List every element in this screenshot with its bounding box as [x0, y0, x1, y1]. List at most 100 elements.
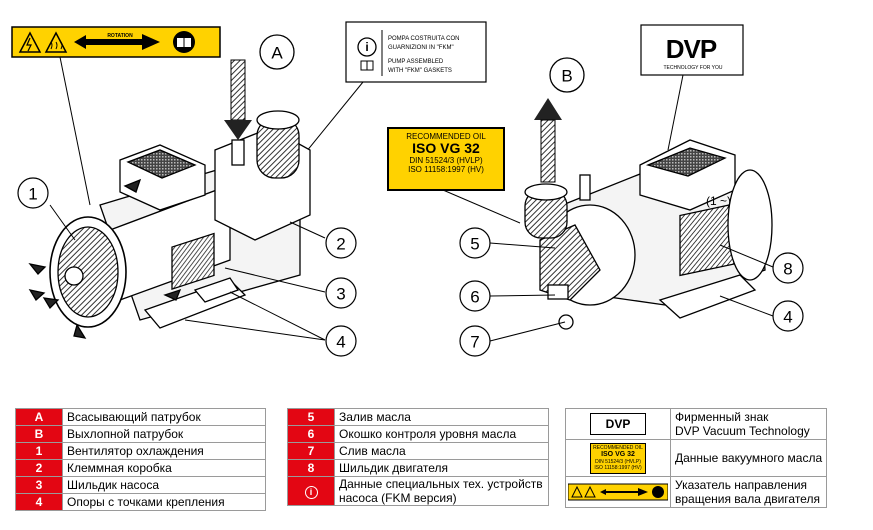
right-leader-lines — [442, 189, 774, 342]
svg-text:A: A — [271, 44, 283, 63]
callout-2: 2 — [325, 227, 357, 259]
svg-text:4: 4 — [783, 308, 792, 327]
airflow-arrow-icon — [28, 289, 46, 302]
legend-left-text: Шильдик насоса — [62, 476, 266, 494]
oil-title: RECOMMENDED OIL — [406, 132, 486, 141]
legend-brand-text1: Фирменный знак — [675, 410, 769, 424]
legend-left-text: Вентилятор охлаждения — [62, 442, 266, 460]
rotation-arrow-icon — [74, 34, 160, 50]
legend-mid-text: Слив масла — [334, 442, 549, 460]
legend-mid-text: Окошко контроля уровня масла — [334, 425, 549, 443]
callout-7: 7 — [459, 325, 491, 357]
legend-left-text: Клеммная коробка — [62, 459, 266, 477]
rotation-warning-sticker: ROTATION ROTATION — [11, 26, 221, 58]
legend-oil-text: Данные вакуумного масла — [669, 439, 828, 477]
right-pump-drawing — [524, 139, 773, 330]
fkm-info-label: i POMPA COSTRUITA CON GUARNIZIONI IN "FK… — [345, 21, 487, 83]
callout-8: 8 — [772, 252, 804, 284]
airflow-arrow-icon — [28, 263, 47, 275]
rotation-mini-sticker — [567, 483, 669, 501]
legend-row-rotation: Указатель направления вращения вала двиг… — [565, 476, 828, 508]
legend-left-code: B — [15, 425, 63, 443]
airflow-arrow-icon — [123, 178, 142, 193]
oil-mini-sticker: RECOMMENDED OIL ISO VG 32 DIN 51524/3 (H… — [590, 442, 646, 474]
oil-spec-din: DIN 51524/3 (HVLP) — [409, 156, 483, 165]
legend-row-oil: RECOMMENDED OIL ISO VG 32 DIN 51524/3 (H… — [565, 439, 828, 477]
svg-text:i: i — [365, 40, 368, 54]
legend-brand-text2: DVP Vacuum Technology — [675, 424, 810, 438]
legend-left-text: Всасывающий патрубок — [62, 408, 266, 426]
legend-left-code: 3 — [15, 476, 63, 494]
legend-left-code: 4 — [15, 493, 63, 511]
dvp-mini-logo: DVP — [590, 413, 646, 435]
info-icon — [357, 37, 377, 57]
dvp-logo: DVP TECHNOLOGY FOR YOU — [640, 24, 744, 76]
oil-spec-iso: ISO 11158:1997 (HV) — [408, 165, 484, 174]
svg-text:6: 6 — [470, 288, 479, 307]
svg-text:B: B — [561, 67, 572, 86]
legend-rotation-text1: Указатель направления — [675, 478, 808, 492]
airflow-arrow-icon — [73, 323, 87, 339]
exhaust-arrow — [534, 98, 562, 183]
svg-text:DVP: DVP — [666, 34, 717, 64]
svg-text:7: 7 — [470, 333, 479, 352]
recommended-oil-sticker: RECOMMENDED OIL ISO VG 32 DIN 51524/3 (H… — [387, 127, 505, 191]
legend-left-text: Выхлопной патрубок — [62, 425, 266, 443]
callout-3: 3 — [325, 277, 357, 309]
legend-rotation-text2: вращения вала двигателя — [675, 492, 820, 506]
callout-4-right: 4 — [772, 300, 804, 332]
airflow-arrow-icon — [42, 297, 60, 310]
legend-left-code: A — [15, 408, 63, 426]
svg-text:ROTATION: ROTATION — [99, 45, 125, 51]
airflow-arrow-icon — [163, 288, 182, 301]
legend-mid-code: 5 — [287, 408, 335, 426]
legend-right-table: DVP Фирменный знак DVP Vacuum Technology… — [565, 408, 828, 508]
legend-mid-code: 7 — [287, 442, 335, 460]
legend-mid-code: i — [287, 476, 335, 506]
svg-text:4: 4 — [336, 333, 345, 352]
svg-text:2: 2 — [336, 235, 345, 254]
legend-left-text: Опоры с точками крепления — [62, 493, 266, 511]
oil-grade: ISO VG 32 — [412, 140, 480, 156]
legend-left-code: 2 — [15, 459, 63, 477]
electric-warning-icon — [18, 31, 42, 53]
svg-text:GUARNIZIONI IN "FKM": GUARNIZIONI IN "FKM" — [388, 45, 454, 51]
legend-mid-text: Шильдик двигателя — [334, 459, 549, 477]
svg-text:1: 1 — [28, 185, 37, 204]
svg-text:8: 8 — [783, 260, 792, 279]
svg-text:PUMP ASSEMBLED: PUMP ASSEMBLED — [388, 59, 444, 65]
svg-text:ROTATION: ROTATION — [107, 33, 133, 39]
legend-row-brand: DVP Фирменный знак DVP Vacuum Technology — [565, 408, 828, 440]
legend-left-code: 1 — [15, 442, 63, 460]
legend-mid-text: Залив масла — [334, 408, 549, 426]
svg-text:5: 5 — [470, 235, 479, 254]
legend-mid-code: 8 — [287, 459, 335, 477]
callout-B: B — [549, 57, 585, 93]
svg-text:POMPA COSTRUITA CON: POMPA COSTRUITA CON — [388, 36, 459, 42]
svg-text:TECHNOLOGY FOR YOU: TECHNOLOGY FOR YOU — [664, 65, 723, 71]
callout-A: A — [259, 34, 295, 70]
legend-mid-code: 6 — [287, 425, 335, 443]
callout-5: 5 — [459, 227, 491, 259]
svg-text:3: 3 — [336, 285, 345, 304]
info-icon: i — [304, 485, 318, 499]
callout-6: 6 — [459, 280, 491, 312]
intake-arrow — [224, 59, 252, 140]
svg-text:WITH "FKM" GASKETS: WITH "FKM" GASKETS — [388, 68, 452, 74]
callout-4-left: 4 — [325, 325, 357, 357]
